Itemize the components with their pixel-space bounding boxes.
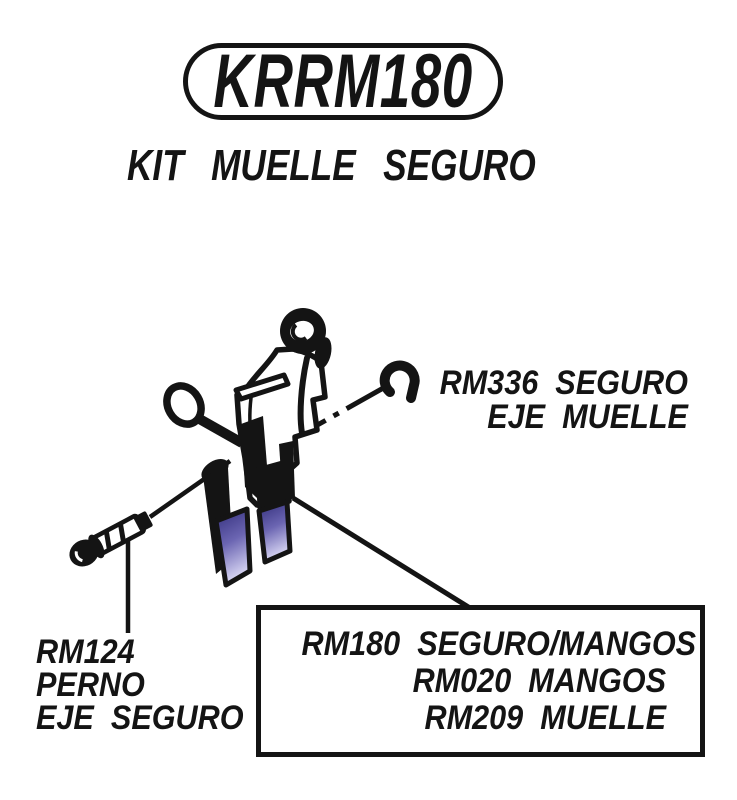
pin-head-highlight bbox=[74, 551, 83, 563]
parts-list-box: RM180 SEGURO/MANGOS RM020 MANGOS RM209 M… bbox=[256, 605, 705, 757]
pin-stripe bbox=[117, 523, 127, 543]
body-inner-curve bbox=[297, 355, 310, 436]
pin-label-line2: PERNO bbox=[36, 666, 145, 704]
parts-box-line1: RM180 SEGURO/MANGOS bbox=[301, 624, 697, 663]
handles bbox=[203, 460, 293, 588]
clip-label-line1: RM336 SEGURO bbox=[439, 364, 688, 402]
ring-arm bbox=[193, 412, 245, 448]
body-inner-line bbox=[248, 396, 254, 442]
pin-stripe bbox=[103, 530, 112, 551]
kit-code: KRRM180 bbox=[213, 38, 473, 124]
pin-part bbox=[69, 511, 153, 567]
pin-head bbox=[69, 539, 99, 567]
parts-box-line3: RM209 MUELLE bbox=[424, 698, 666, 737]
right-handle-grip bbox=[256, 499, 293, 565]
body-top-plate bbox=[233, 372, 291, 402]
kit-name: KIT MUELLE SEGURO bbox=[127, 141, 536, 190]
right-prong bbox=[255, 460, 286, 514]
pin-tip bbox=[133, 511, 153, 532]
clip-hook bbox=[379, 360, 420, 403]
parts-box-leader-line bbox=[291, 495, 472, 611]
ring-eyelet bbox=[163, 382, 205, 428]
kit-code-badge: KRRM180 bbox=[183, 43, 503, 120]
eye-ring bbox=[163, 382, 245, 448]
pin-callout-label: RM124 PERNO EJE SEGURO bbox=[36, 633, 267, 737]
knob-hole-shadow bbox=[290, 323, 308, 342]
left-handle-grip bbox=[213, 506, 253, 588]
clip-label-line2: EJE MUELLE bbox=[487, 398, 688, 436]
parts-box-line2: RM020 MANGOS bbox=[412, 661, 666, 700]
clip-callout-label: RM336 SEGURO EJE MUELLE bbox=[412, 366, 688, 434]
knob bbox=[280, 308, 332, 369]
pin-label-line3: EJE SEGURO bbox=[36, 699, 244, 737]
retaining-clip bbox=[379, 360, 420, 403]
pin-label-line1: RM124 bbox=[36, 633, 135, 671]
